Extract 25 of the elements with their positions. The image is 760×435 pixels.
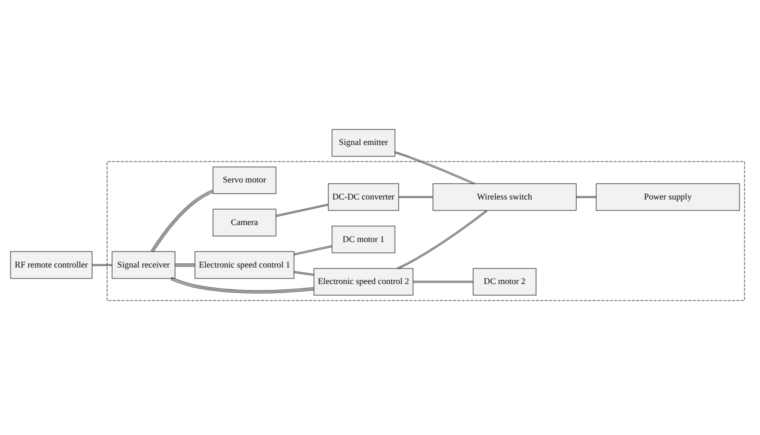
- node-box: Signal receiver: [112, 251, 176, 279]
- connector: [397, 210, 488, 270]
- connector: [294, 271, 314, 276]
- connector: [174, 263, 196, 267]
- connector: [294, 245, 332, 256]
- connector: [170, 277, 314, 294]
- connector: [412, 280, 474, 283]
- node-box: Servo motor: [212, 166, 276, 194]
- node-box: DC-DC converter: [328, 183, 399, 211]
- node-box: Wireless switch: [432, 183, 577, 211]
- connector: [150, 190, 214, 252]
- connector: [276, 204, 329, 217]
- node-box: Electronic speed control 2: [314, 268, 414, 296]
- connector: [92, 264, 112, 266]
- node-box: Electronic speed control 1: [194, 251, 294, 279]
- node-box: Signal emitter: [332, 129, 396, 157]
- node-box: Camera: [212, 208, 276, 236]
- connector: [576, 196, 596, 198]
- node-box: Power supply: [596, 183, 740, 211]
- node-box: DC motor 1: [332, 226, 396, 254]
- node-box: RF remote controller: [10, 251, 92, 279]
- connector: [398, 196, 434, 198]
- connector: [394, 151, 475, 185]
- cluster: [106, 161, 745, 301]
- node-box: DC motor 2: [472, 268, 536, 296]
